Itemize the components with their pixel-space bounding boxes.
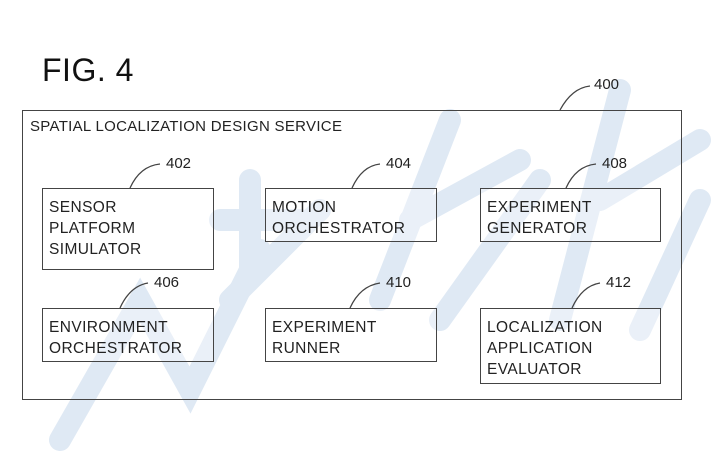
box-line: SIMULATOR — [49, 241, 142, 258]
experiment-runner-box: EXPERIMENT RUNNER — [265, 308, 437, 362]
ref-402: 402 — [166, 155, 192, 172]
box-line: GENERATOR — [487, 220, 588, 237]
ref-408: 408 — [602, 155, 628, 172]
box-line: SENSOR — [49, 199, 117, 216]
ref-406: 406 — [154, 274, 180, 291]
leader-412 — [571, 282, 601, 309]
ref-400: 400 — [594, 76, 620, 93]
leader-402 — [129, 163, 161, 189]
leader-406 — [119, 282, 149, 309]
box-line: EXPERIMENT — [487, 199, 592, 216]
box-line: ORCHESTRATOR — [49, 340, 183, 357]
box-line: ENVIRONMENT — [49, 319, 168, 336]
box-line: PLATFORM — [49, 220, 136, 237]
spatial-localization-design-service-box — [22, 110, 682, 400]
localization-application-evaluator-box: LOCALIZATION APPLICATION EVALUATOR — [480, 308, 661, 384]
leader-408 — [565, 163, 597, 189]
ref-412: 412 — [606, 274, 632, 291]
box-line: EXPERIMENT — [272, 319, 377, 336]
service-label: SPATIAL LOCALIZATION DESIGN SERVICE — [30, 118, 343, 135]
environment-orchestrator-box: ENVIRONMENT ORCHESTRATOR — [42, 308, 214, 362]
ref-410: 410 — [386, 274, 412, 291]
leader-404 — [351, 163, 381, 189]
experiment-generator-box: EXPERIMENT GENERATOR — [480, 188, 661, 242]
box-line: LOCALIZATION — [487, 319, 603, 336]
leader-410 — [349, 282, 381, 309]
sensor-platform-simulator-box: SENSOR PLATFORM SIMULATOR — [42, 188, 214, 270]
box-line: RUNNER — [272, 340, 341, 357]
box-line: EVALUATOR — [487, 361, 582, 378]
leader-400 — [559, 85, 591, 111]
motion-orchestrator-box: MOTION ORCHESTRATOR — [265, 188, 437, 242]
box-line: APPLICATION — [487, 340, 593, 357]
figure-title: FIG. 4 — [42, 52, 134, 88]
ref-404: 404 — [386, 155, 412, 172]
box-line: ORCHESTRATOR — [272, 220, 406, 237]
box-line: MOTION — [272, 199, 337, 216]
